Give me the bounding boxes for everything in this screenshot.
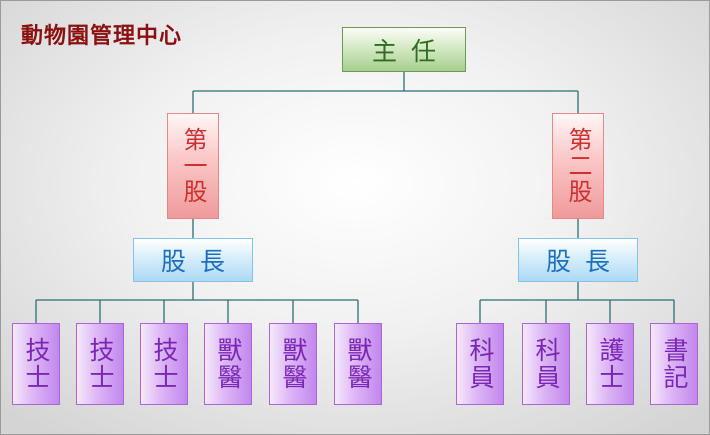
staff-label: 書記 xyxy=(660,337,689,391)
staff-label: 獸醫 xyxy=(344,337,373,391)
section-1-label: 第一股 xyxy=(179,127,207,205)
diagram-title: 動物園管理中心 xyxy=(21,24,183,49)
staff-box: 獸醫 xyxy=(204,323,252,405)
section-2-chief-box: 股長 xyxy=(518,238,638,282)
staff-box: 書記 xyxy=(650,323,698,405)
staff-label: 護士 xyxy=(596,337,625,391)
section-1-chief-box: 股長 xyxy=(133,238,253,282)
staff-label: 科員 xyxy=(466,337,495,391)
staff-box: 技士 xyxy=(140,323,188,405)
staff-box: 科員 xyxy=(522,323,570,405)
staff-box: 技士 xyxy=(76,323,124,405)
section-2-label: 第二股 xyxy=(564,127,592,205)
staff-box: 技士 xyxy=(12,323,60,405)
staff-label: 技士 xyxy=(22,337,51,391)
staff-box: 護士 xyxy=(586,323,634,405)
section-2-chief-label: 股長 xyxy=(545,247,624,276)
director-label: 主任 xyxy=(371,36,450,66)
staff-box: 獸醫 xyxy=(334,323,382,405)
staff-label: 獸醫 xyxy=(279,337,308,391)
section-1-box: 第一股 xyxy=(167,113,219,219)
staff-label: 技士 xyxy=(150,337,179,391)
staff-box: 科員 xyxy=(456,323,504,405)
staff-label: 獸醫 xyxy=(214,337,243,391)
director-box: 主任 xyxy=(342,27,466,72)
section-1-chief-label: 股長 xyxy=(160,247,239,276)
section-2-box: 第二股 xyxy=(552,113,604,219)
staff-box: 獸醫 xyxy=(269,323,317,405)
staff-label: 科員 xyxy=(532,337,561,391)
staff-label: 技士 xyxy=(86,337,115,391)
